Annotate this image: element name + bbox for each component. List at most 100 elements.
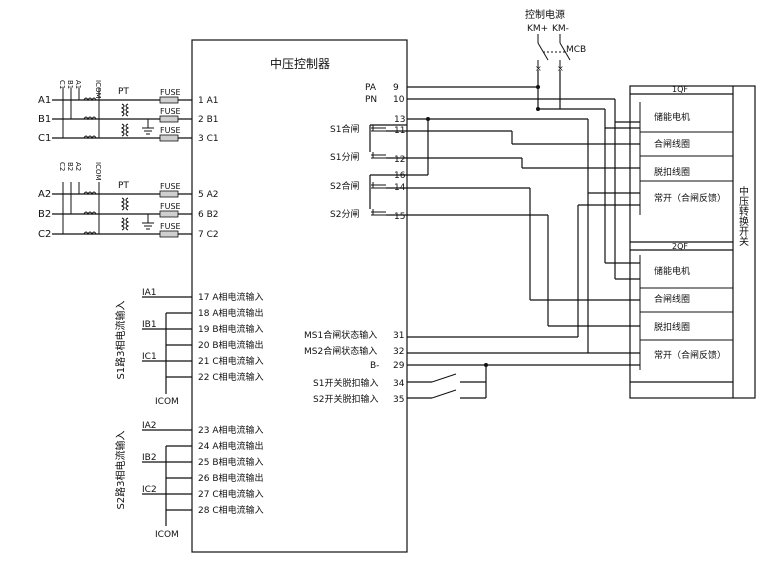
qf2-item-motor: 储能电机 [639, 255, 690, 288]
pin-29: B- 29 [370, 361, 405, 371]
s1-close-contact [371, 125, 386, 132]
fuse-c1 [159, 134, 179, 142]
svg-text:13: 13 [394, 115, 405, 125]
svg-text:脱扣线圈: 脱扣线圈 [654, 166, 690, 178]
svg-text:ICOM: ICOM [155, 530, 179, 540]
controller-box [191, 39, 408, 553]
svg-text:3 C1: 3 C1 [198, 134, 219, 144]
pin-32: MS2合闸状态输入 32 [304, 345, 404, 357]
control-power-title: 控制电源 [525, 8, 565, 21]
svg-text:17 A相电流输入: 17 A相电流输入 [198, 291, 263, 303]
svg-text:27 C相电流输入: 27 C相电流输入 [198, 488, 264, 500]
svg-text:S1开关脱扣输入: S1开关脱扣输入 [313, 377, 378, 389]
svg-text:IC2: IC2 [142, 485, 157, 495]
svg-text:合闸线圈: 合闸线圈 [654, 293, 690, 305]
qf1-item-no-feedback: 常开（合闸反馈） [639, 181, 726, 215]
svg-text:22 C相电流输入: 22 C相电流输入 [198, 371, 264, 383]
svg-text:ICOM: ICOM [155, 397, 179, 407]
svg-text:常开（合闸反馈）: 常开（合闸反馈） [654, 192, 726, 204]
fuse-b2 [159, 210, 179, 218]
svg-text:19 B相电流输入: 19 B相电流输入 [198, 323, 264, 335]
svg-text:B1: B1 [66, 80, 74, 89]
fuse-a1 [159, 96, 179, 104]
svg-text:18 A相电流输出: 18 A相电流输出 [198, 307, 263, 319]
svg-text:C2: C2 [58, 162, 66, 171]
svg-text:5 A2: 5 A2 [198, 190, 218, 200]
pin-31: MS1合闸状态输入 31 [304, 329, 404, 341]
svg-text:C1: C1 [58, 80, 66, 89]
svg-text:IA1: IA1 [142, 288, 157, 298]
s2-open-contact [371, 209, 386, 216]
group2-vertical-labels: C2 B2 A2 ICOM [58, 162, 102, 181]
svg-text:IB1: IB1 [142, 320, 157, 330]
s1-open-label: S1分闸 [330, 152, 359, 163]
svg-text:32: 32 [393, 347, 404, 357]
pin-35: S2开关脱扣输入 35 [313, 393, 404, 405]
svg-text:7 C2: 7 C2 [198, 230, 219, 240]
svg-text:20 B相电流输出: 20 B相电流输出 [198, 339, 264, 351]
qf2-item-trip-coil: 脱扣线圈 [639, 312, 690, 340]
svg-text:24 A相电流输出: 24 A相电流输出 [198, 440, 263, 452]
svg-text:ICOM: ICOM [94, 80, 102, 99]
svg-text:脱扣线圈: 脱扣线圈 [654, 321, 690, 333]
svg-text:储能电机: 储能电机 [654, 111, 690, 123]
svg-text:PN: PN [365, 95, 377, 105]
breaker-1qf-label: 1QF [672, 85, 688, 94]
qf2-item-no-feedback: 常开（合闸反馈） [639, 340, 726, 370]
s2-close-label: S2合闸 [330, 180, 359, 192]
svg-text:35: 35 [393, 395, 404, 405]
s2-ct-title: S2路3相电流输入 [114, 430, 127, 509]
svg-text:28 C相电流输入: 28 C相电流输入 [198, 504, 264, 516]
svg-text:PA: PA [365, 83, 377, 93]
phase-b1: B1 [38, 114, 51, 125]
svg-text:B-: B- [370, 361, 379, 371]
mcb-label: MCB [566, 45, 586, 55]
svg-text:FUSE: FUSE [160, 202, 181, 211]
svg-text:FUSE: FUSE [160, 107, 181, 116]
svg-text:1 A1: 1 A1 [198, 96, 218, 106]
qf2-item-close-coil: 合闸线圈 [639, 288, 690, 312]
pin-34: S1开关脱扣输入 34 [313, 377, 405, 389]
svg-text:IB2: IB2 [142, 453, 157, 463]
phase-c1: C1 [38, 133, 51, 144]
pin-pn: PN 10 [365, 95, 405, 105]
svg-text:26 B相电流输出: 26 B相电流输出 [198, 472, 264, 484]
fuse-b1 [159, 115, 179, 123]
svg-text:21 C相电流输入: 21 C相电流输入 [198, 355, 264, 367]
s1-ct-title: S1路3相电流输入 [114, 300, 127, 379]
fuse-c2 [159, 230, 179, 238]
qf1-item-close-coil: 合闸线圈 [639, 132, 690, 156]
qf1-item-motor: 储能电机 [639, 102, 690, 132]
svg-text:34: 34 [393, 379, 405, 389]
svg-text:2 B1: 2 B1 [198, 115, 219, 125]
fuse-a2 [159, 190, 179, 198]
phase-b2: B2 [38, 209, 51, 220]
qf1-item-trip-coil: 脱扣线圈 [639, 156, 690, 181]
svg-text:合闸线圈: 合闸线圈 [654, 138, 690, 150]
pt2-symbol [120, 197, 154, 231]
breaker-2qf-label: 2QF [672, 242, 688, 251]
svg-text:9: 9 [393, 83, 399, 93]
svg-text:15: 15 [394, 212, 405, 222]
svg-text:ICOM: ICOM [94, 162, 102, 181]
svg-text:A1: A1 [74, 80, 82, 89]
svg-text:A2: A2 [74, 162, 82, 171]
phase-a1: A1 [38, 95, 51, 106]
s1-close-label: S1合闸 [330, 123, 359, 135]
phase-a2: A2 [38, 189, 51, 200]
svg-text:6 B2: 6 B2 [198, 210, 219, 220]
svg-text:FUSE: FUSE [160, 222, 181, 231]
s2-close-contact [371, 182, 386, 189]
svg-text:×: × [535, 64, 542, 73]
pin-pa: PA 9 [365, 83, 399, 93]
svg-text:MS1合闸状态输入: MS1合闸状态输入 [304, 329, 377, 341]
svg-text:B2: B2 [66, 162, 74, 171]
svg-text:25 B相电流输入: 25 B相电流输入 [198, 456, 264, 468]
svg-text:16: 16 [394, 171, 406, 181]
mv-transfer-switch-label: 中压转换开关 [737, 185, 749, 247]
svg-text:31: 31 [393, 331, 404, 341]
pt-label-2: PT [118, 181, 129, 191]
svg-text:MS2合闸状态输入: MS2合闸状态输入 [304, 345, 377, 357]
svg-text:IA2: IA2 [142, 421, 157, 431]
